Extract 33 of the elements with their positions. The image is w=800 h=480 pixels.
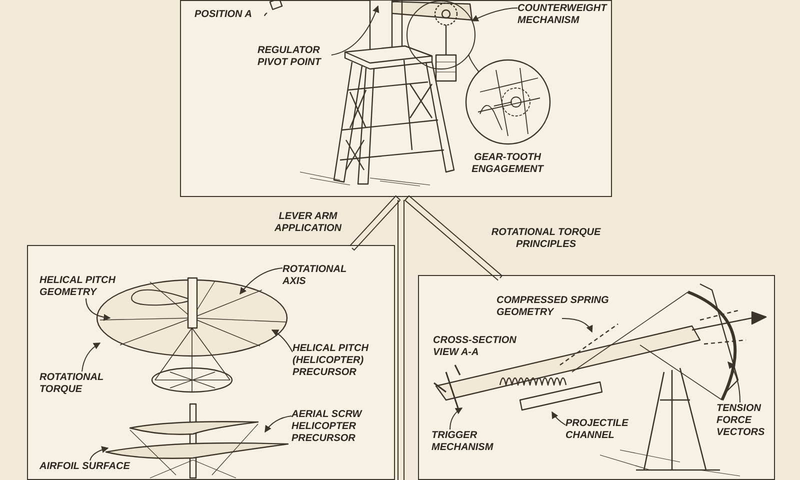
panel-frame [180, 0, 612, 197]
callout-label: REGULATOR PIVOT POINT [258, 44, 332, 68]
leader-line [471, 8, 518, 22]
leader-line [264, 12, 268, 16]
leader-line [331, 5, 379, 56]
leader-line [271, 330, 293, 352]
leader-line [450, 408, 463, 430]
double-line-connector [349, 195, 401, 251]
callout-label: TENSION FORCE VECTORS [716, 402, 768, 438]
leader-line [86, 298, 111, 321]
callout-label: POSITION A [194, 8, 264, 20]
leader-line [552, 411, 566, 426]
view-label: CROSS-SECTION VIEW A-A [433, 335, 518, 359]
panel-frame [27, 245, 395, 480]
callout-label: AERIAL SCRW HELICOPTER PRECURSOR [292, 408, 372, 444]
leader-line [562, 318, 592, 333]
callout-label: HELICAL PITCH GEOMETRY [40, 274, 124, 298]
callout-label: AIRFOIL SURFACE [40, 460, 140, 472]
double-line-connector [404, 195, 503, 281]
callout-label: COUNTERWEIGHT MECHANISM [518, 2, 610, 26]
leader-line [82, 342, 101, 372]
leader-line [264, 416, 292, 433]
leader-line [468, 54, 480, 72]
leader-line [728, 361, 740, 403]
inset-caption: GEAR-TOOTH ENGAGEMENT [470, 152, 545, 176]
leader-line [90, 446, 109, 461]
callout-label: COMPRESSED SPRING GEOMETRY [496, 294, 616, 318]
callout-label: ROTATIONAL AXIS [282, 264, 354, 288]
leader-line [240, 268, 283, 295]
callout-label: PROJECTILE CHANNEL [566, 418, 638, 442]
callout-label: HELICAL PITCH (HELICOPTER) PRECURSOR [292, 342, 376, 378]
callout-label: TRIGGER MECHANISM [432, 430, 512, 454]
callout-label: ROTATIONAL TORQUE [40, 372, 110, 396]
